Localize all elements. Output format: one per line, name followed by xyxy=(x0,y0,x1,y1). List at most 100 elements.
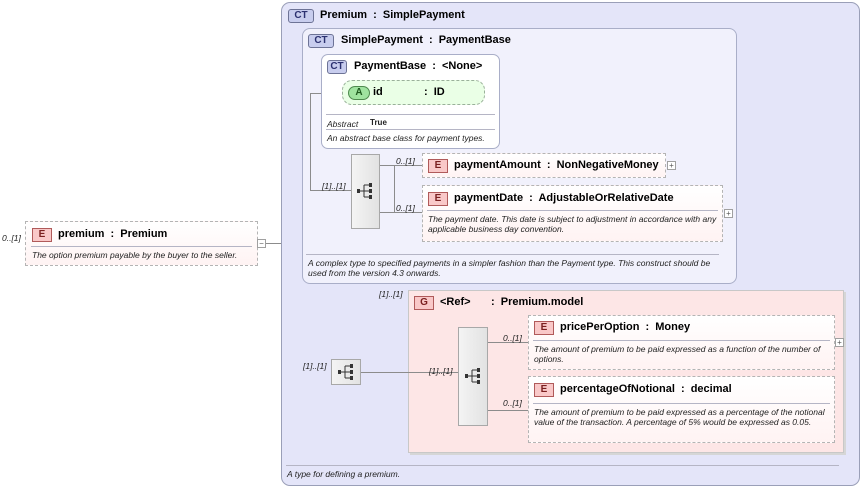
group-ref: <Ref> xyxy=(440,296,471,308)
group-sequence-cardinality: [1]..[1] xyxy=(429,366,453,376)
divider xyxy=(427,210,718,211)
ct-simplepayment-description: A complex type to specified payments in … xyxy=(308,258,711,278)
percentage-of-notional-cardinality: 0..[1] xyxy=(503,398,522,408)
attribute-name: id xyxy=(373,86,383,98)
payment-amount-title: paymentAmount : NonNegativeMoney xyxy=(454,159,659,171)
divider xyxy=(326,129,495,130)
ct-paymentbase-box: CT PaymentBase : <None> A id : ID Abstra… xyxy=(321,54,500,149)
complex-type-icon: CT xyxy=(327,60,347,74)
ct-paymentbase-base: <None> xyxy=(441,60,483,72)
divider xyxy=(533,403,830,404)
connector-seq1-vertical xyxy=(394,165,395,212)
payment-date-description: The payment date. This date is subject t… xyxy=(428,214,717,234)
connector-to-price-per-option xyxy=(488,342,528,343)
ct-premium-name: Premium xyxy=(320,9,368,21)
expand-payment-amount-button[interactable]: + xyxy=(667,161,676,170)
complex-type-icon: CT xyxy=(308,34,334,48)
sequence-icon xyxy=(357,183,372,199)
type-separator: : xyxy=(424,86,428,98)
ct-paymentbase-name: PaymentBase xyxy=(354,60,427,72)
connector-to-paymentamount xyxy=(394,165,422,166)
type-separator: : xyxy=(645,321,650,333)
premium-description: The option premium payable by the buyer … xyxy=(32,250,238,260)
group-icon: G xyxy=(414,296,434,310)
premium-type: Premium xyxy=(120,228,168,240)
price-per-option-type: Money xyxy=(655,321,691,333)
divider xyxy=(286,465,839,466)
payment-date-title: paymentDate : AdjustableOrRelativeDate xyxy=(454,192,674,204)
type-separator: : xyxy=(680,383,685,395)
price-per-option-title: pricePerOption : Money xyxy=(560,321,690,333)
connector-to-sequence1 xyxy=(310,190,351,191)
payment-date-type: AdjustableOrRelativeDate xyxy=(538,192,674,204)
type-separator: : xyxy=(491,296,495,308)
connector-to-group xyxy=(361,372,408,373)
connector-to-paymentbase xyxy=(310,93,323,94)
sequence-icon xyxy=(338,364,353,380)
attribute-id[interactable]: A id : ID xyxy=(342,80,485,105)
payment-date-cardinality: 0..[1] xyxy=(396,203,415,213)
connector-premium-to-type xyxy=(258,243,291,244)
connector-inner-trunk xyxy=(310,93,311,190)
payment-date-name: paymentDate xyxy=(454,192,524,204)
ct-premium-base: SimplePayment xyxy=(382,9,465,21)
element-icon: E xyxy=(428,192,448,206)
ct-simplepayment-title: SimplePayment : PaymentBase xyxy=(341,34,511,46)
attribute-icon: A xyxy=(348,86,370,100)
element-price-per-option[interactable]: E pricePerOption : Money The amount of p… xyxy=(528,315,835,370)
connector-seq1-top xyxy=(380,165,394,166)
type-separator: : xyxy=(546,159,551,171)
group-cardinality: [1]..[1] xyxy=(379,289,403,299)
ct-simplepayment-base: PaymentBase xyxy=(438,34,511,46)
type-separator: : xyxy=(428,34,433,46)
element-percentage-of-notional[interactable]: E percentageOfNotional : decimal The amo… xyxy=(528,376,835,443)
element-icon: E xyxy=(534,321,554,335)
price-per-option-cardinality: 0..[1] xyxy=(503,333,522,343)
ct-premium-title: Premium : SimplePayment xyxy=(320,9,465,21)
premium-title: premium : Premium xyxy=(58,228,167,240)
percentage-of-notional-name: percentageOfNotional xyxy=(560,383,675,395)
connector-to-percentage-of-notional xyxy=(488,410,528,411)
divider xyxy=(326,114,495,115)
payment-amount-name: paymentAmount xyxy=(454,159,541,171)
collapse-premium-button[interactable]: − xyxy=(257,239,266,248)
price-per-option-name: pricePerOption xyxy=(560,321,640,333)
payment-amount-cardinality: 0..[1] xyxy=(396,156,415,166)
sequence-compositor[interactable] xyxy=(351,154,380,229)
group-title: : Premium.model xyxy=(491,296,583,308)
type-separator: : xyxy=(432,60,436,72)
complex-type-icon: CT xyxy=(288,9,314,23)
element-icon: E xyxy=(32,228,52,242)
attribute-type: : ID xyxy=(424,86,445,98)
element-premium[interactable]: E premium : Premium The option premium p… xyxy=(25,221,258,266)
element-payment-amount[interactable]: E paymentAmount : NonNegativeMoney xyxy=(422,153,666,178)
connector-group-to-seq xyxy=(408,372,458,373)
payment-amount-type: NonNegativeMoney xyxy=(556,159,659,171)
ct-paymentbase-title: PaymentBase : <None> xyxy=(354,60,482,72)
sequence2-cardinality: [1]..[1] xyxy=(303,361,327,371)
divider xyxy=(31,246,252,247)
premium-name: premium xyxy=(58,228,105,240)
sequence-compositor[interactable] xyxy=(458,327,488,426)
ct-simplepayment-name: SimplePayment xyxy=(341,34,423,46)
abstract-value: True xyxy=(370,118,387,127)
type-separator: : xyxy=(529,192,533,204)
attribute-type-name: ID xyxy=(433,86,445,98)
sequence-icon xyxy=(465,368,480,384)
connector-to-paymentdate xyxy=(380,212,422,213)
ct-premium-description: A type for defining a premium. xyxy=(287,469,401,479)
element-payment-date[interactable]: E paymentDate : AdjustableOrRelativeDate… xyxy=(422,185,723,242)
percentage-of-notional-title: percentageOfNotional : decimal xyxy=(560,383,732,395)
type-separator: : xyxy=(373,9,377,21)
element-icon: E xyxy=(534,383,554,397)
type-separator: : xyxy=(110,228,115,240)
ct-paymentbase-description: An abstract base class for payment types… xyxy=(327,133,485,143)
percentage-of-notional-type: decimal xyxy=(690,383,732,395)
expand-price-per-option-button[interactable]: + xyxy=(835,338,844,347)
group-name: Premium.model xyxy=(500,296,584,308)
sequence1-cardinality: [1]..[1] xyxy=(322,181,346,191)
abstract-label: Abstract xyxy=(327,119,359,129)
divider xyxy=(533,340,830,341)
expand-payment-date-button[interactable]: + xyxy=(724,209,733,218)
sequence-compositor[interactable] xyxy=(331,359,361,385)
